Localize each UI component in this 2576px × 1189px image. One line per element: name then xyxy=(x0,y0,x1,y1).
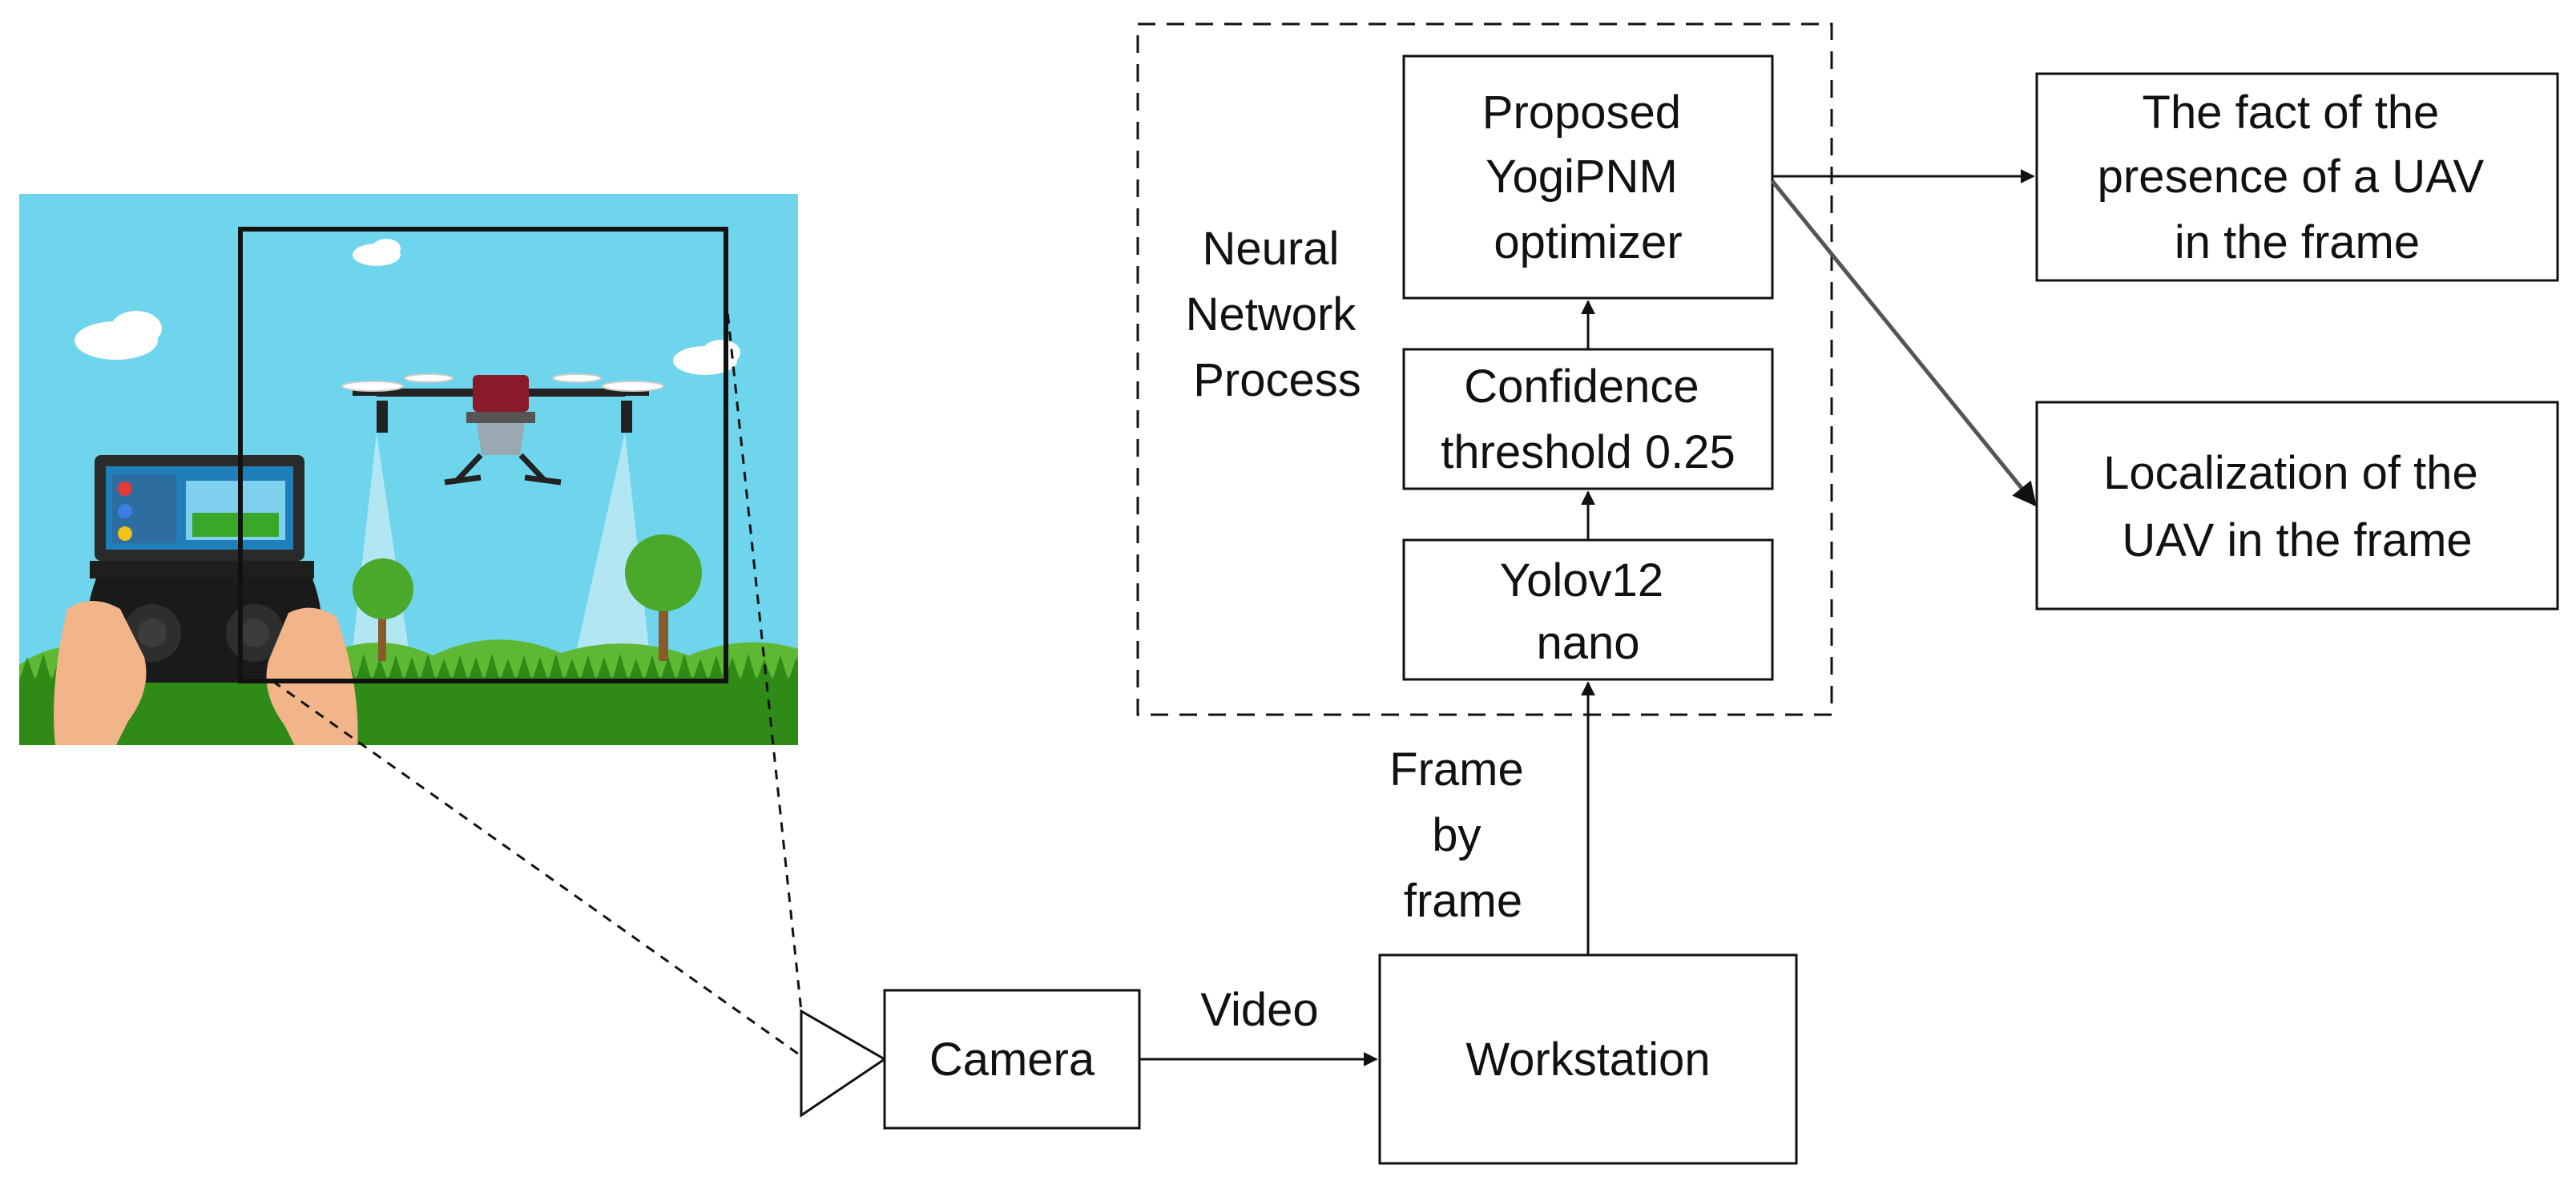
svg-text:Proposed YogiPNM o: Proposed YogiPNM optimizer xyxy=(1482,87,1694,268)
camera-node: Camera xyxy=(883,989,1141,1130)
detection-frame xyxy=(238,227,728,683)
camera-fov-line-bottom xyxy=(272,679,802,1058)
uav-localization-node: Localization of the UAV in the frame xyxy=(2035,401,2559,611)
workstation-node: Workstation xyxy=(1378,953,1798,1165)
optimizer-node: Proposed YogiPNM optimizer xyxy=(1402,54,1774,300)
svg-text:The fact of the presence: The fact of the presence of a UAV in the… xyxy=(2098,87,2497,268)
neural-network-process-group xyxy=(1136,22,1833,716)
edge-label-frame-by-frame: Frame by frame xyxy=(1389,744,1537,927)
camera-fov-line-top xyxy=(724,296,803,1012)
arrow-optimizer-to-localization xyxy=(1771,179,2037,507)
cloud-icon xyxy=(75,239,740,375)
svg-text:Camera: Camera xyxy=(929,1034,1095,1086)
svg-text:Confidence threshold 0.2: Confidence threshold 0.25 xyxy=(1441,361,1735,478)
svg-text:Localization of the UAV: Localization of the UAV in the frame xyxy=(2103,447,2491,566)
tree-icon xyxy=(353,534,702,661)
drone-icon xyxy=(341,373,664,486)
group-label: Neural Network Process xyxy=(1186,223,1369,406)
yolo-node: Yolov12 nano xyxy=(1402,538,1774,681)
svg-text:Workstation: Workstation xyxy=(1465,1034,1710,1086)
confidence-threshold-node: Confidence threshold 0.25 xyxy=(1402,348,1774,490)
uav-presence-node: The fact of the presence of a UAV in the… xyxy=(2035,72,2559,282)
svg-text:Yolov12 nano: Yolov12 nano xyxy=(1500,554,1676,669)
drone-scene-illustration xyxy=(19,194,798,745)
edge-label-video: Video xyxy=(1200,984,1318,1036)
camera-lens-icon xyxy=(800,1009,887,1118)
